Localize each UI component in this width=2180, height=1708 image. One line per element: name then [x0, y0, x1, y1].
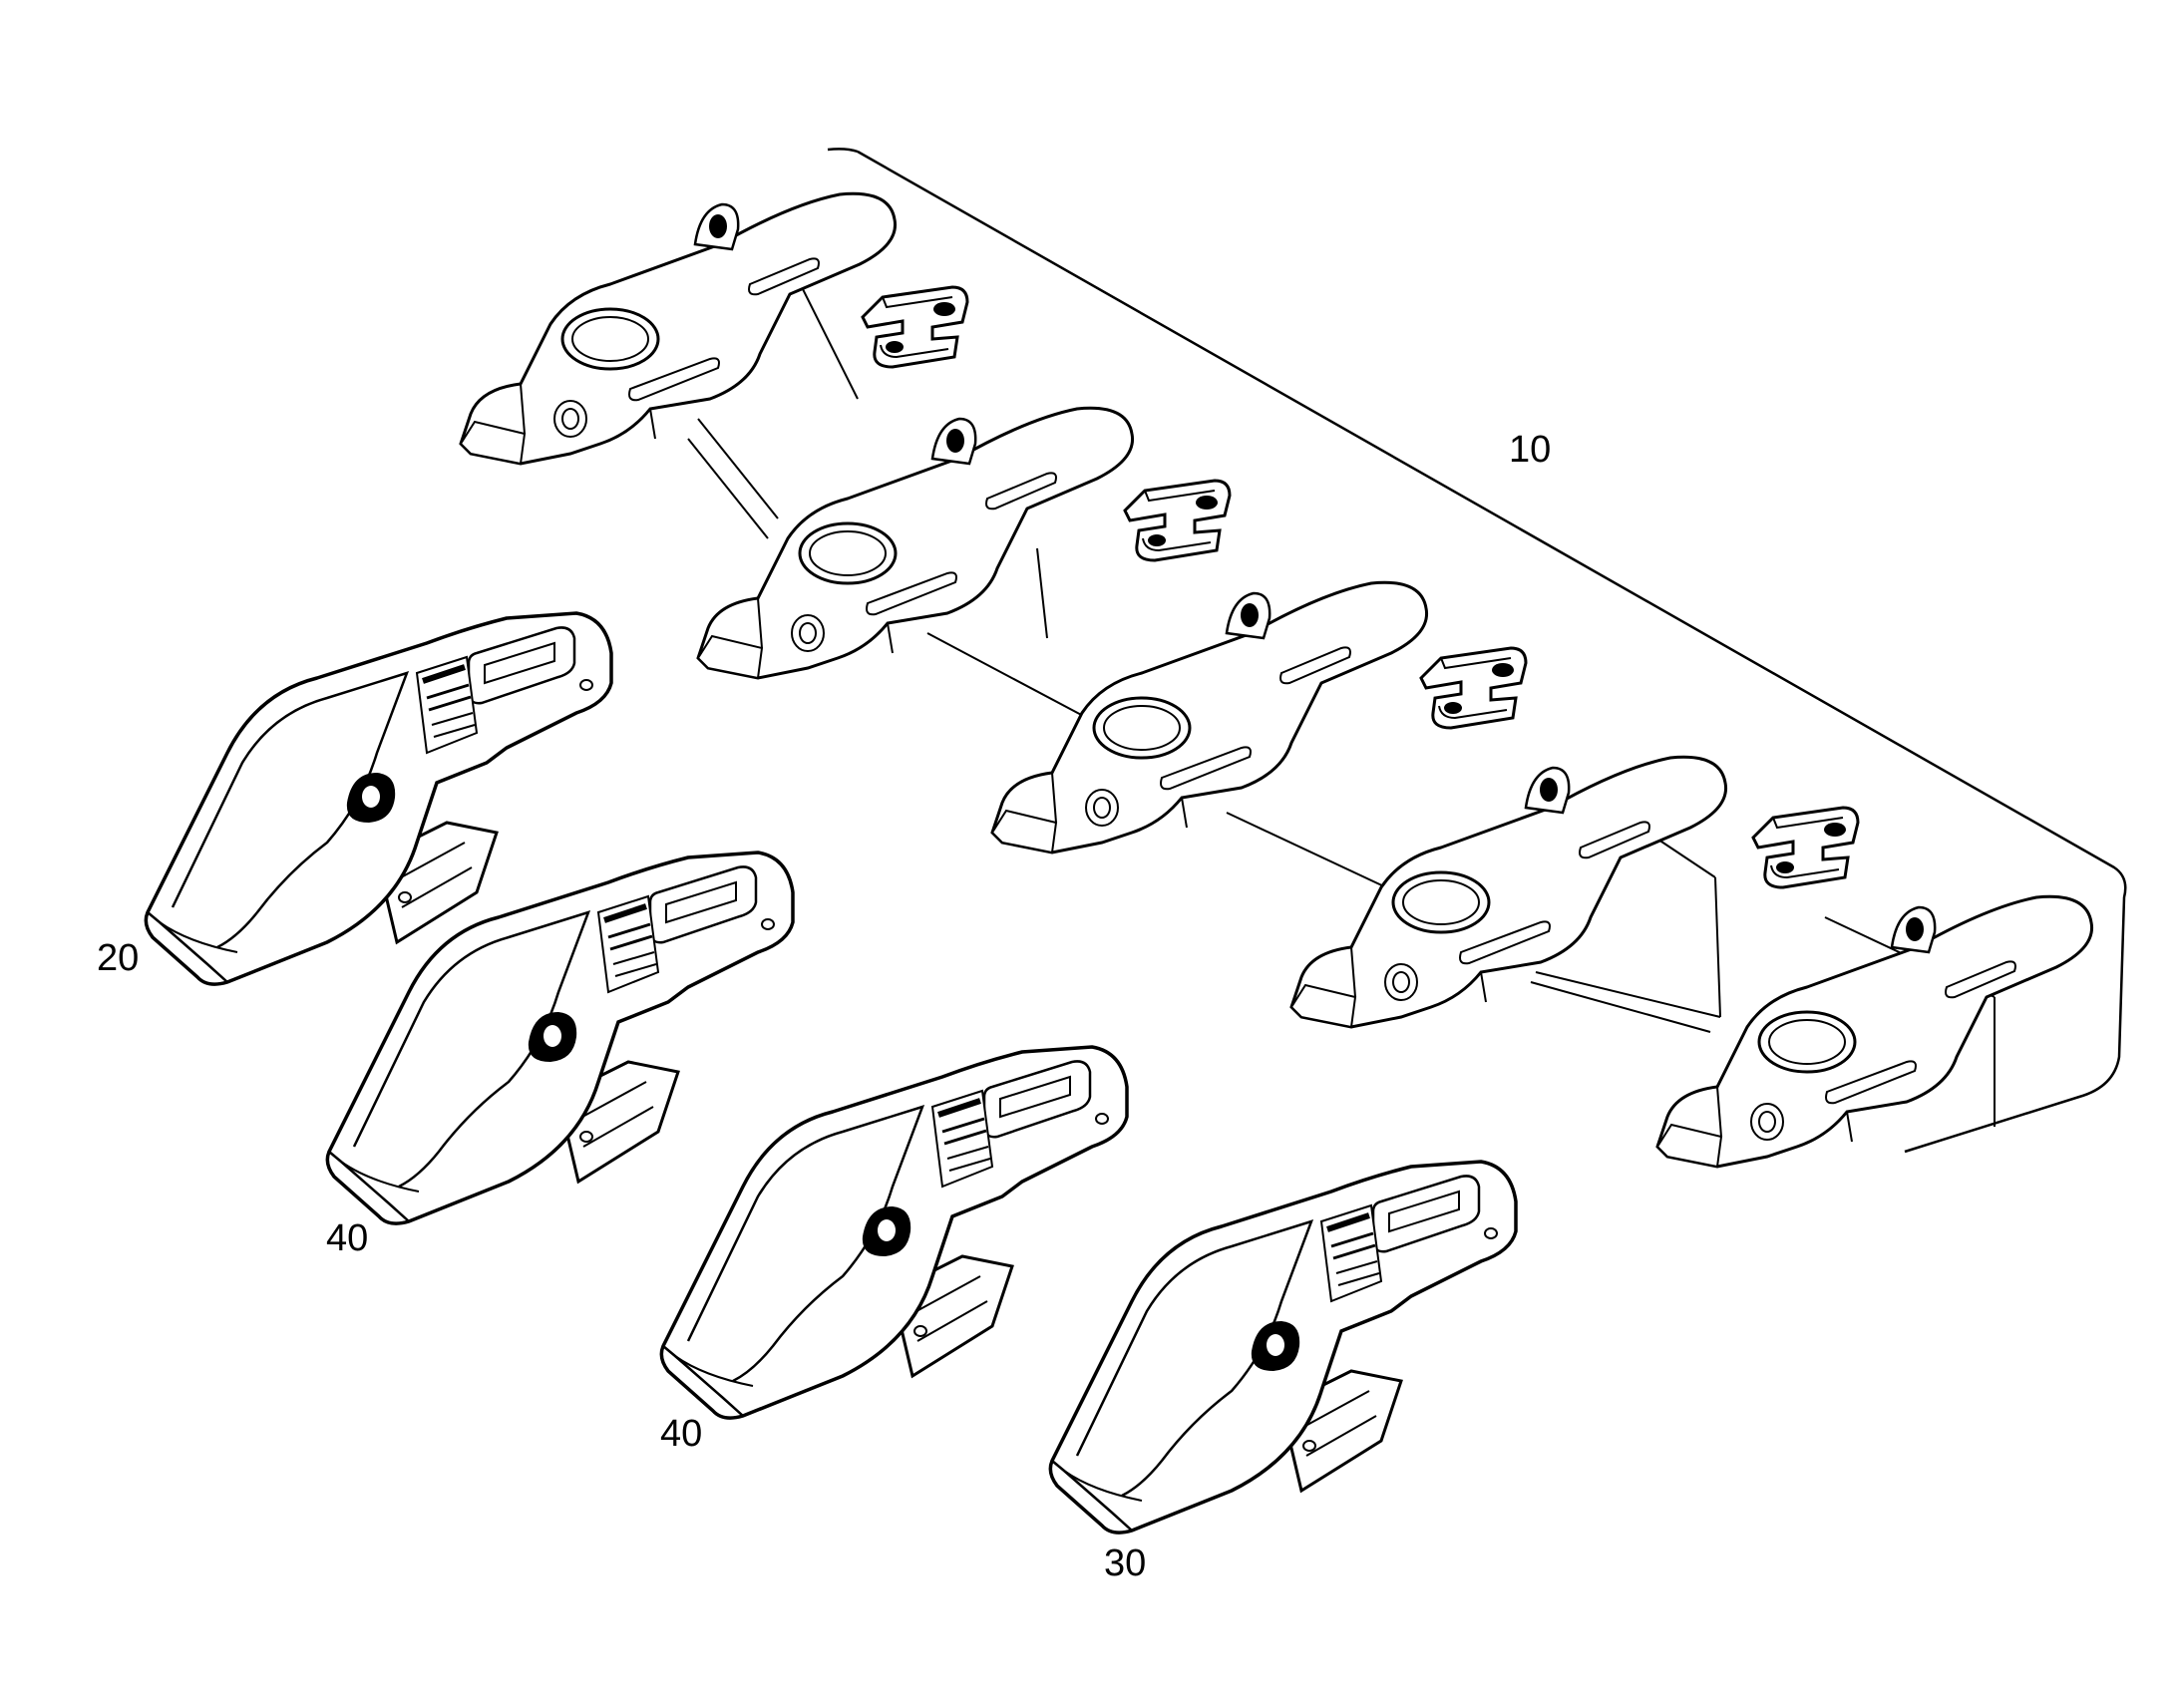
- clip-2: [1123, 479, 1232, 562]
- adapter-bar: [459, 148, 2127, 1169]
- callout-30: 30: [1104, 1542, 1147, 1584]
- clip-4: [1751, 806, 1860, 889]
- adapter-1: [459, 191, 898, 466]
- adapter-3: [990, 580, 1429, 854]
- tooth-30: [1050, 1162, 1516, 1533]
- callout-40-upper: 40: [326, 1217, 369, 1259]
- callout-10: 10: [1509, 429, 1552, 471]
- clip-3: [1419, 646, 1528, 730]
- callout-40-lower: 40: [660, 1413, 703, 1455]
- callout-20: 20: [97, 937, 140, 979]
- adapter-5: [1655, 894, 2094, 1169]
- adapter-2: [696, 406, 1135, 680]
- tooth-40-lower: [661, 1047, 1127, 1418]
- adapter-4: [1289, 755, 1728, 1029]
- clip-1: [861, 285, 969, 369]
